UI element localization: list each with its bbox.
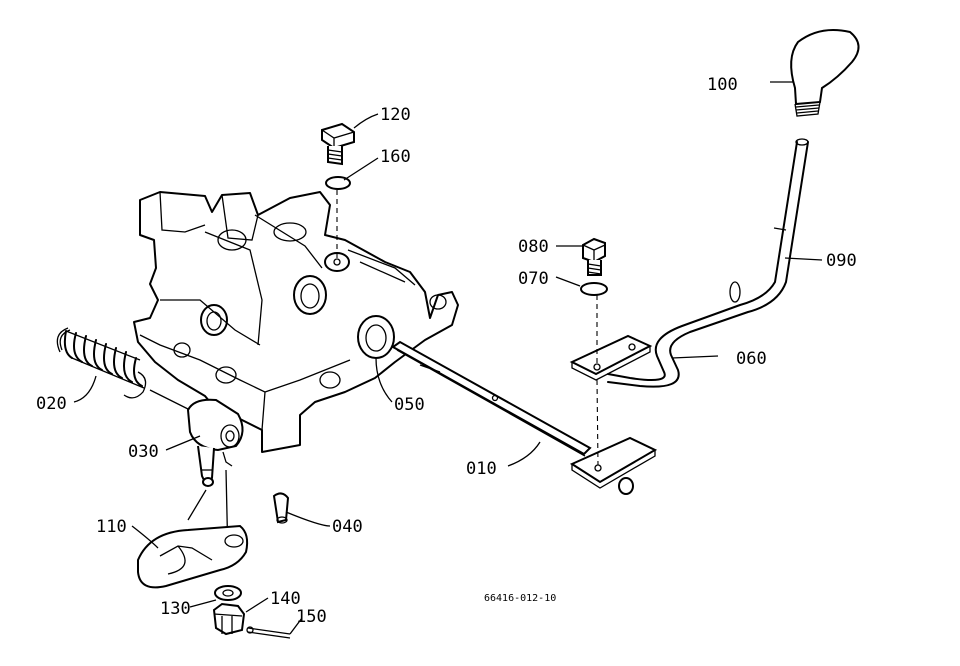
callout-010: 010 — [466, 459, 497, 479]
bolt-120 — [321, 122, 355, 166]
callout-020: 020 — [36, 394, 67, 414]
callout-110: 110 — [96, 517, 127, 537]
housing-casting — [133, 191, 459, 453]
callout-160: 160 — [380, 147, 411, 167]
shaft-010 — [391, 340, 658, 495]
callout-150: 150 — [296, 607, 327, 627]
nut-140 — [212, 602, 246, 636]
callout-050: 050 — [394, 395, 425, 415]
bolt-080 — [582, 237, 606, 276]
bracket-060 — [569, 334, 653, 381]
plate-110 — [137, 524, 249, 589]
leader-lines — [73, 81, 823, 635]
callout-070: 070 — [518, 269, 549, 289]
callout-030: 030 — [128, 442, 159, 462]
callout-060: 060 — [736, 349, 767, 369]
cotter-pin-150 — [246, 626, 291, 639]
lever-arm-030 — [186, 398, 244, 487]
pin-040 — [272, 492, 290, 524]
callout-100: 100 — [707, 75, 738, 95]
callout-140: 140 — [270, 589, 301, 609]
drawing-code: 66416-012-10 — [484, 593, 556, 604]
callout-labels: 100 120 160 080 070 090 060 020 050 030 … — [36, 75, 857, 627]
lever-rod-090 — [607, 138, 809, 388]
spring-020 — [56, 327, 147, 399]
callout-040: 040 — [332, 517, 363, 537]
callout-130: 130 — [160, 599, 191, 619]
washer-130 — [214, 585, 242, 601]
knob-100 — [790, 29, 860, 117]
callout-090: 090 — [826, 251, 857, 271]
callout-080: 080 — [518, 237, 549, 257]
callout-120: 120 — [380, 105, 411, 125]
seal-050 — [357, 315, 395, 359]
washer-070 — [580, 282, 608, 296]
